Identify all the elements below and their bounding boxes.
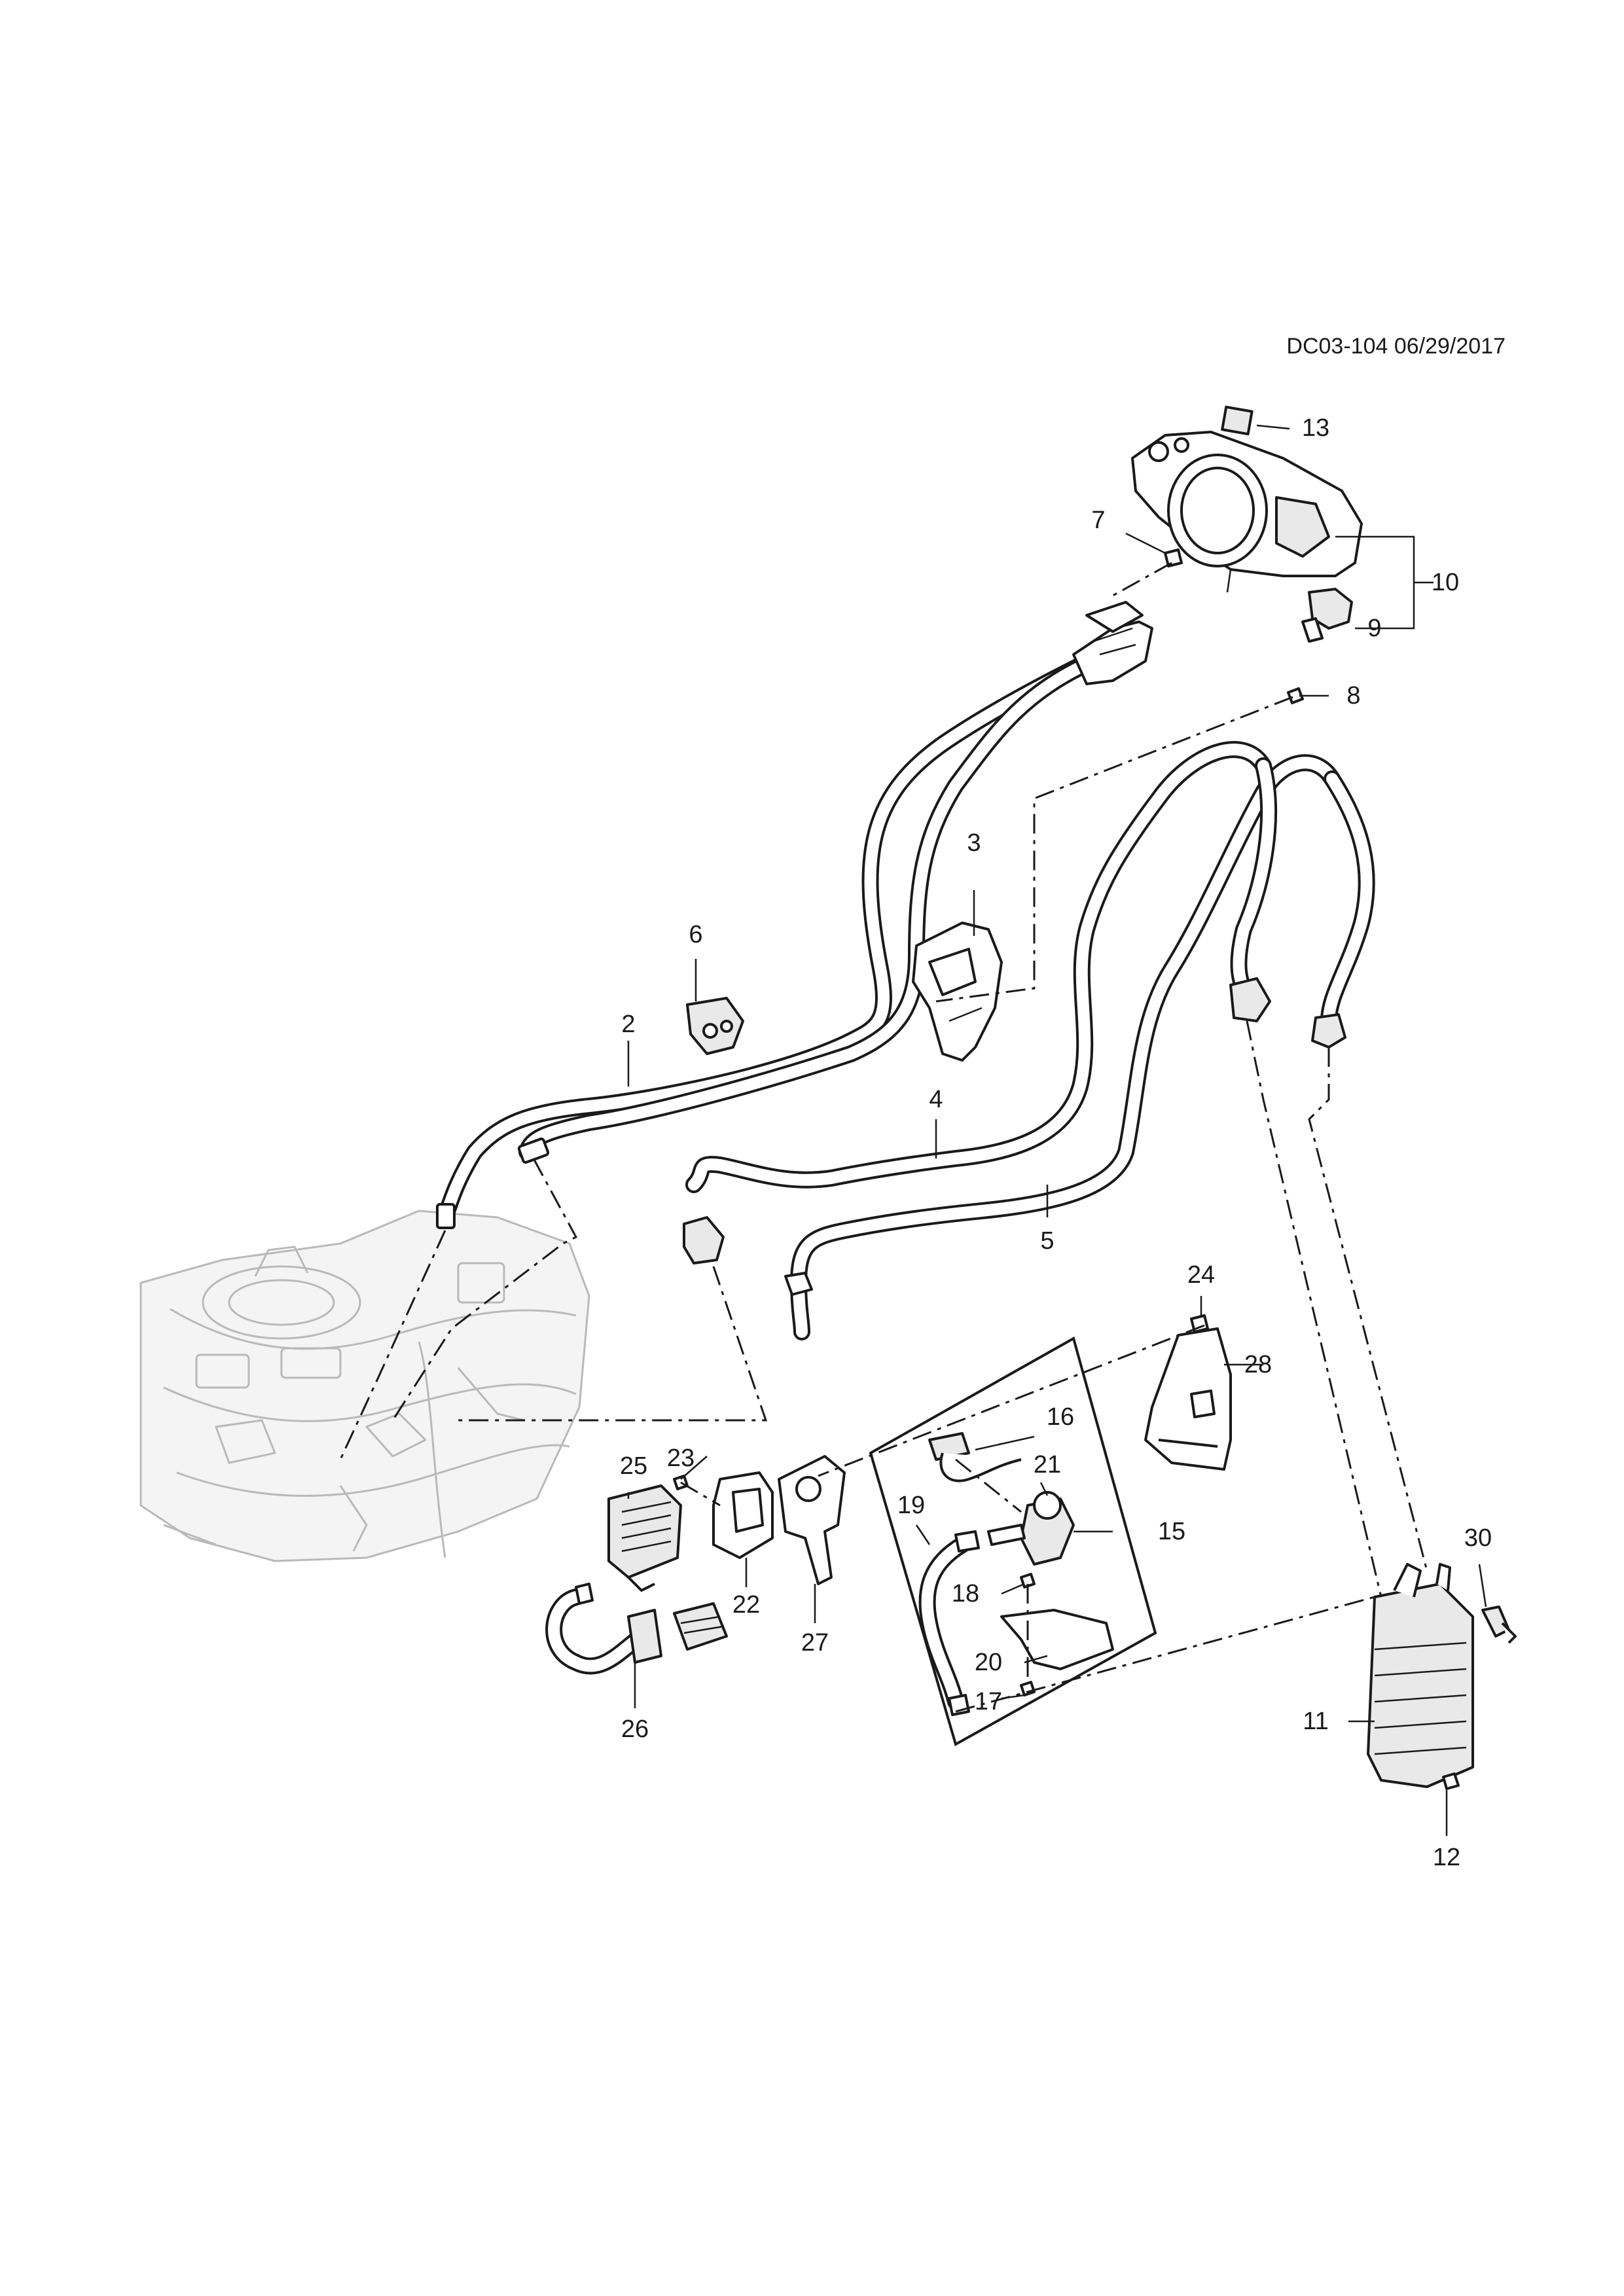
assembly-lines — [339, 562, 1428, 1713]
part-20-bracket — [1000, 1609, 1114, 1670]
vapor-line-4 — [683, 741, 1272, 1265]
part-27-bracket — [778, 1455, 846, 1585]
fuel-tank-illustration — [139, 1210, 590, 1562]
part-3-bracket — [912, 922, 1003, 1062]
callout-4: 4 — [929, 1086, 943, 1113]
callout-12: 12 — [1433, 1844, 1460, 1871]
part-28-bracket — [1144, 1327, 1232, 1471]
part-8-screw — [1287, 687, 1304, 704]
part-16-clip — [928, 1432, 1022, 1482]
callout-10: 10 — [1432, 569, 1459, 596]
fuel-filler-housing — [1131, 431, 1363, 593]
canister-line-connectors — [1229, 757, 1375, 1049]
callouts: 13 7 10 9 8 3 6 2 4 5 24 28 16 21 15 23 … — [620, 414, 1492, 1871]
callout-7: 7 — [1091, 507, 1105, 534]
part-13-label-plate — [1221, 405, 1254, 436]
callout-30: 30 — [1464, 1524, 1492, 1552]
callout-11: 11 — [1303, 1708, 1328, 1735]
part-19-hose — [918, 1530, 980, 1716]
part-25-module — [607, 1484, 682, 1592]
vapor-line-5 — [784, 754, 1341, 1340]
callout-19: 19 — [897, 1492, 925, 1519]
part-24-screw — [1190, 1314, 1209, 1333]
callout-26: 26 — [621, 1715, 649, 1743]
callout-23: 23 — [667, 1444, 695, 1472]
callout-18: 18 — [952, 1580, 979, 1607]
callout-6: 6 — [689, 921, 702, 948]
callout-21: 21 — [1034, 1451, 1061, 1479]
leader-lines — [627, 424, 1487, 1836]
callout-25: 25 — [620, 1452, 647, 1480]
callout-28: 28 — [1244, 1351, 1272, 1378]
callout-22: 22 — [732, 1591, 760, 1619]
callout-5: 5 — [1040, 1227, 1054, 1255]
part-9-sensor — [1301, 588, 1353, 643]
callout-27: 27 — [801, 1629, 829, 1657]
part-6-grommet — [686, 997, 744, 1055]
callout-2: 2 — [621, 1011, 635, 1038]
part-11-canister — [1367, 1563, 1474, 1788]
part-7-screw — [1164, 548, 1183, 567]
callout-24: 24 — [1187, 1261, 1215, 1289]
callout-8: 8 — [1346, 682, 1360, 709]
document-code: DC03-104 06/29/2017 — [1286, 334, 1506, 359]
filler-pipe-upper-connector — [1072, 601, 1153, 685]
callout-20: 20 — [975, 1649, 1002, 1676]
callout-17: 17 — [975, 1688, 1002, 1715]
part-30-sensor — [1481, 1605, 1517, 1644]
part-12-bolt — [1442, 1772, 1460, 1790]
part-22-holder — [712, 1471, 774, 1559]
part-17-screw — [1020, 1681, 1036, 1696]
callout-9: 9 — [1367, 615, 1381, 642]
callout-3: 3 — [967, 829, 981, 857]
part-26-sensor — [545, 1583, 728, 1675]
callout-15: 15 — [1158, 1518, 1185, 1545]
callout-13: 13 — [1302, 414, 1329, 442]
callout-16: 16 — [1047, 1403, 1074, 1431]
filler-pipe — [436, 636, 1131, 1229]
part-21-valve — [987, 1491, 1075, 1566]
